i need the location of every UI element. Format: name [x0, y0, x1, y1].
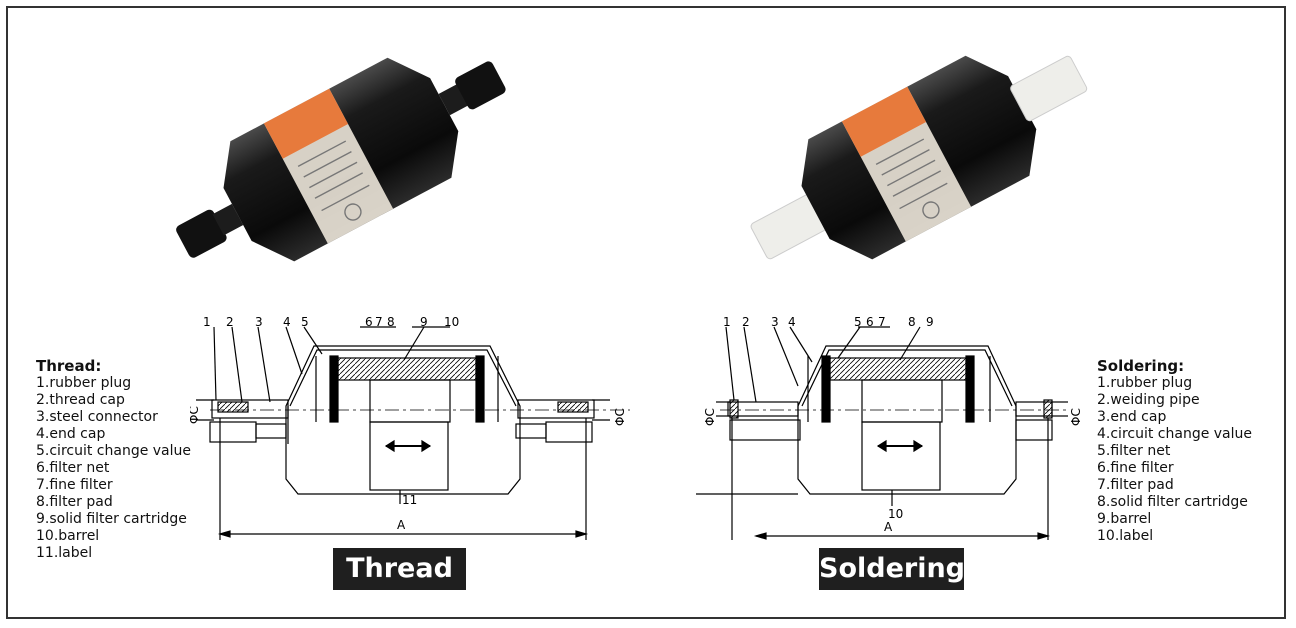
- thread-nut-left: [176, 209, 227, 258]
- soldering-callout-3: 3: [771, 315, 779, 329]
- soldering-legend-item: 6.fine filter: [1097, 460, 1174, 476]
- soldering-callout-6: 6: [866, 315, 874, 329]
- thread-callout-4: 4: [283, 315, 291, 329]
- thread-callout-3: 3: [255, 315, 263, 329]
- soldering-callout-4: 4: [788, 315, 796, 329]
- thread-shell: [285, 345, 521, 495]
- thread-legend-item: 10.barrel: [36, 528, 100, 544]
- soldering-legend-item: 4.circuit change value: [1097, 426, 1253, 442]
- soldering-dim-c-left: ΦC: [703, 408, 717, 426]
- thread-callout-6: 6: [365, 315, 373, 329]
- thread-callout-9: 9: [420, 315, 428, 329]
- thread-legend-item: 11.label: [36, 545, 93, 561]
- soldering-legend-title: Soldering:: [1097, 357, 1185, 375]
- thread-nut-right: [455, 61, 506, 110]
- thread-legend-item: 8.filter pad: [36, 494, 113, 510]
- soldering-legend-item: 8.solid filter cartridge: [1097, 494, 1248, 510]
- soldering-legend-item: 3.end cap: [1097, 409, 1167, 425]
- thread-dim-c-right: ΦC: [613, 408, 627, 426]
- thread-drier-photo: [176, 57, 506, 262]
- soldering-drier-photo: [750, 55, 1088, 260]
- soldering-legend-item: 10.label: [1097, 528, 1154, 544]
- soldering-legend-item: 7.filter pad: [1097, 477, 1174, 493]
- soldering-shell: [797, 345, 1017, 495]
- soldering-callout-7: 7: [878, 315, 886, 329]
- soldering-legend-item: 5.filter net: [1097, 443, 1171, 459]
- thread-callout-1: 1: [203, 315, 211, 329]
- thread-badge: Thread: [333, 548, 466, 590]
- thread-legend-item: 1.rubber plug: [36, 375, 132, 391]
- soldering-cap-right: [1010, 55, 1088, 122]
- soldering-callout-5: 5: [854, 315, 862, 329]
- soldering-dim-a: A: [884, 520, 893, 534]
- soldering-badge: Soldering: [819, 548, 965, 590]
- thread-dim-a: A: [397, 518, 406, 532]
- thread-legend-item: 2.thread cap: [36, 392, 125, 408]
- thread-legend-item: 3.steel connector: [36, 409, 158, 425]
- thread-callout-8: 8: [387, 315, 395, 329]
- thread-callout-10: 10: [444, 315, 459, 329]
- thread-callout-7: 7: [375, 315, 383, 329]
- soldering-callout-1: 1: [723, 315, 731, 329]
- thread-legend: Thread: 1.rubber plug 2.thread cap 3.ste…: [36, 358, 191, 562]
- thread-legend-item: 9.solid filter cartridge: [36, 511, 187, 527]
- soldering-callout-2: 2: [742, 315, 750, 329]
- thread-legend-item: 5.circuit change value: [36, 443, 192, 459]
- figure-frame: [6, 6, 1286, 619]
- soldering-section-drawing: 1 2 3 4 5 6 7 8 9 10 A ΦC ΦC: [696, 315, 1083, 540]
- soldering-callout-9: 9: [926, 315, 934, 329]
- thread-callout-5: 5: [301, 315, 309, 329]
- thread-legend-title: Thread:: [36, 357, 102, 375]
- thread-callout-11: 11: [402, 493, 417, 507]
- thread-legend-item: 6.filter net: [36, 460, 110, 476]
- soldering-legend: Soldering: 1.rubber plug 2.weiding pipe …: [1097, 358, 1252, 545]
- soldering-legend-item: 2.weiding pipe: [1097, 392, 1200, 408]
- thread-callout-2: 2: [226, 315, 234, 329]
- soldering-dim-c-right: ΦC: [1069, 408, 1083, 426]
- soldering-cartridge: [829, 357, 967, 381]
- thread-dim-c-left: ΦC: [190, 406, 201, 424]
- soldering-legend-item: 9.barrel: [1097, 511, 1152, 527]
- soldering-callout-10: 10: [888, 507, 903, 521]
- soldering-legend-item: 1.rubber plug: [1097, 375, 1193, 391]
- thread-section-drawing: 1 2 3 4 5 6 7 8 9 10 11 A ΦC ΦC: [190, 315, 630, 540]
- thread-legend-item: 4.end cap: [36, 426, 106, 442]
- thread-legend-item: 7.fine filter: [36, 477, 113, 493]
- soldering-callout-8: 8: [908, 315, 916, 329]
- thread-cartridge: [337, 357, 477, 381]
